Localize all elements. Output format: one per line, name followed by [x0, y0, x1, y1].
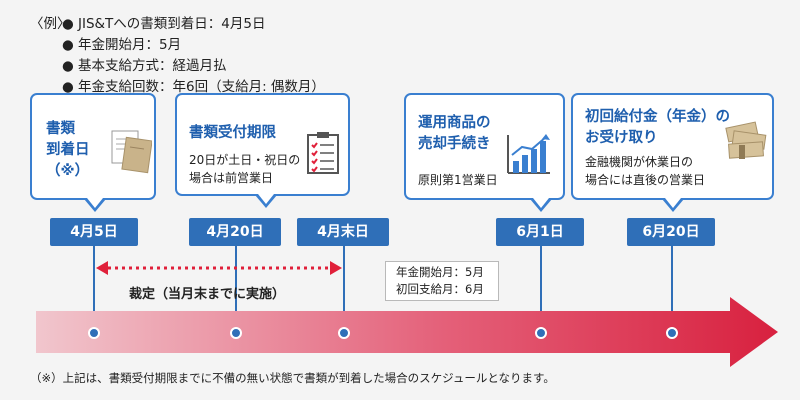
timeline-arrow [36, 297, 778, 367]
timeline-node [338, 327, 350, 339]
callout-title-line: 運用商品の [418, 115, 491, 131]
info-line: 年金開始月：5月 [396, 265, 484, 279]
callout-title: 運用商品の 売却手続き [418, 113, 491, 155]
callout-desc-line: 場合は前営業日 [189, 171, 274, 185]
callout-title-line: 書類 [46, 121, 75, 137]
example-item: 年金開始月：5月 [78, 37, 182, 53]
dotted-double-arrow [96, 261, 342, 275]
date-badge: 4月5日 [50, 218, 138, 246]
money-bundle-icon [725, 121, 767, 159]
callout-description: 20日が土日・祝日の 場合は前営業日 [189, 151, 300, 187]
bullet-icon: ● [62, 79, 74, 95]
callout-title: 初回給付金（年金）の お受け取り [585, 107, 730, 149]
callout-receipt-deadline: 書類受付期限 20日が土日・祝日の 場合は前営業日 [175, 93, 350, 208]
footnote: （※）上記は、書類受付期限までに不備の無い状態で書類が到着した場合のスケジュール… [30, 371, 555, 385]
date-badge: 4月末日 [297, 218, 389, 246]
info-line: 初回支給月：6月 [396, 282, 484, 296]
date-badge: 6月1日 [496, 218, 584, 246]
date-badge: 6月20日 [627, 218, 715, 246]
callout-first-payment: 初回給付金（年金）の お受け取り 金融機関が休業日の 場合には直後の営業日 [571, 93, 774, 212]
callout-description: 金融機関が休業日の 場合には直後の営業日 [585, 153, 705, 189]
example-tag: 〈例〉 [30, 16, 71, 32]
callout-title: 書類 到着日 （※） [46, 119, 90, 182]
bullet-icon: ● [62, 58, 74, 74]
bullet-icon: ● [62, 16, 74, 32]
timeline-node [88, 327, 100, 339]
timeline-node [666, 327, 678, 339]
callout-desc-line: 20日が土日・祝日の [189, 153, 301, 167]
date-badge: 4月20日 [189, 218, 281, 246]
bullet-icon: ● [62, 37, 74, 53]
checklist-clipboard-icon [307, 132, 339, 174]
callout-title: 書類受付期限 [189, 125, 276, 141]
example-item: JIS&Tへの書類到着日：4月5日 [78, 16, 266, 32]
callout-title-line: 到着日 [46, 142, 90, 158]
callout-title-line: 初回給付金（年金）の [585, 109, 730, 125]
timeline-connector [235, 246, 237, 328]
example-item: 基本支給方式：経過月払 [78, 58, 227, 74]
callout-description: 原則第1営業日 [418, 173, 498, 187]
example-item: 年金支給回数：年6回（支給月: 偶数月） [78, 79, 325, 95]
callout-title-line: お受け取り [585, 130, 658, 146]
documents-icon [111, 130, 152, 174]
callout-desc-line: 金融機関が休業日の [585, 155, 694, 169]
timeline-node [535, 327, 547, 339]
info-box: 年金開始月：5月 初回支給月：6月 [385, 261, 499, 301]
timeline-node [230, 327, 242, 339]
timeline-label: 裁定（当月末までに実施） [129, 287, 286, 302]
timeline-connector [343, 246, 345, 328]
callout-sale-procedure: 運用商品の 売却手続き 原則第1営業日 [404, 93, 565, 212]
callout-desc-line: 場合には直後の営業日 [585, 173, 706, 187]
timeline-connector [93, 246, 95, 328]
callout-title-line: （※） [46, 163, 90, 179]
bar-chart-icon [507, 134, 550, 174]
timeline-connector [540, 246, 542, 328]
callout-title-line: 売却手続き [418, 136, 491, 152]
callout-document-arrival: 書類 到着日 （※） [30, 93, 156, 212]
timeline-connector [671, 246, 673, 328]
